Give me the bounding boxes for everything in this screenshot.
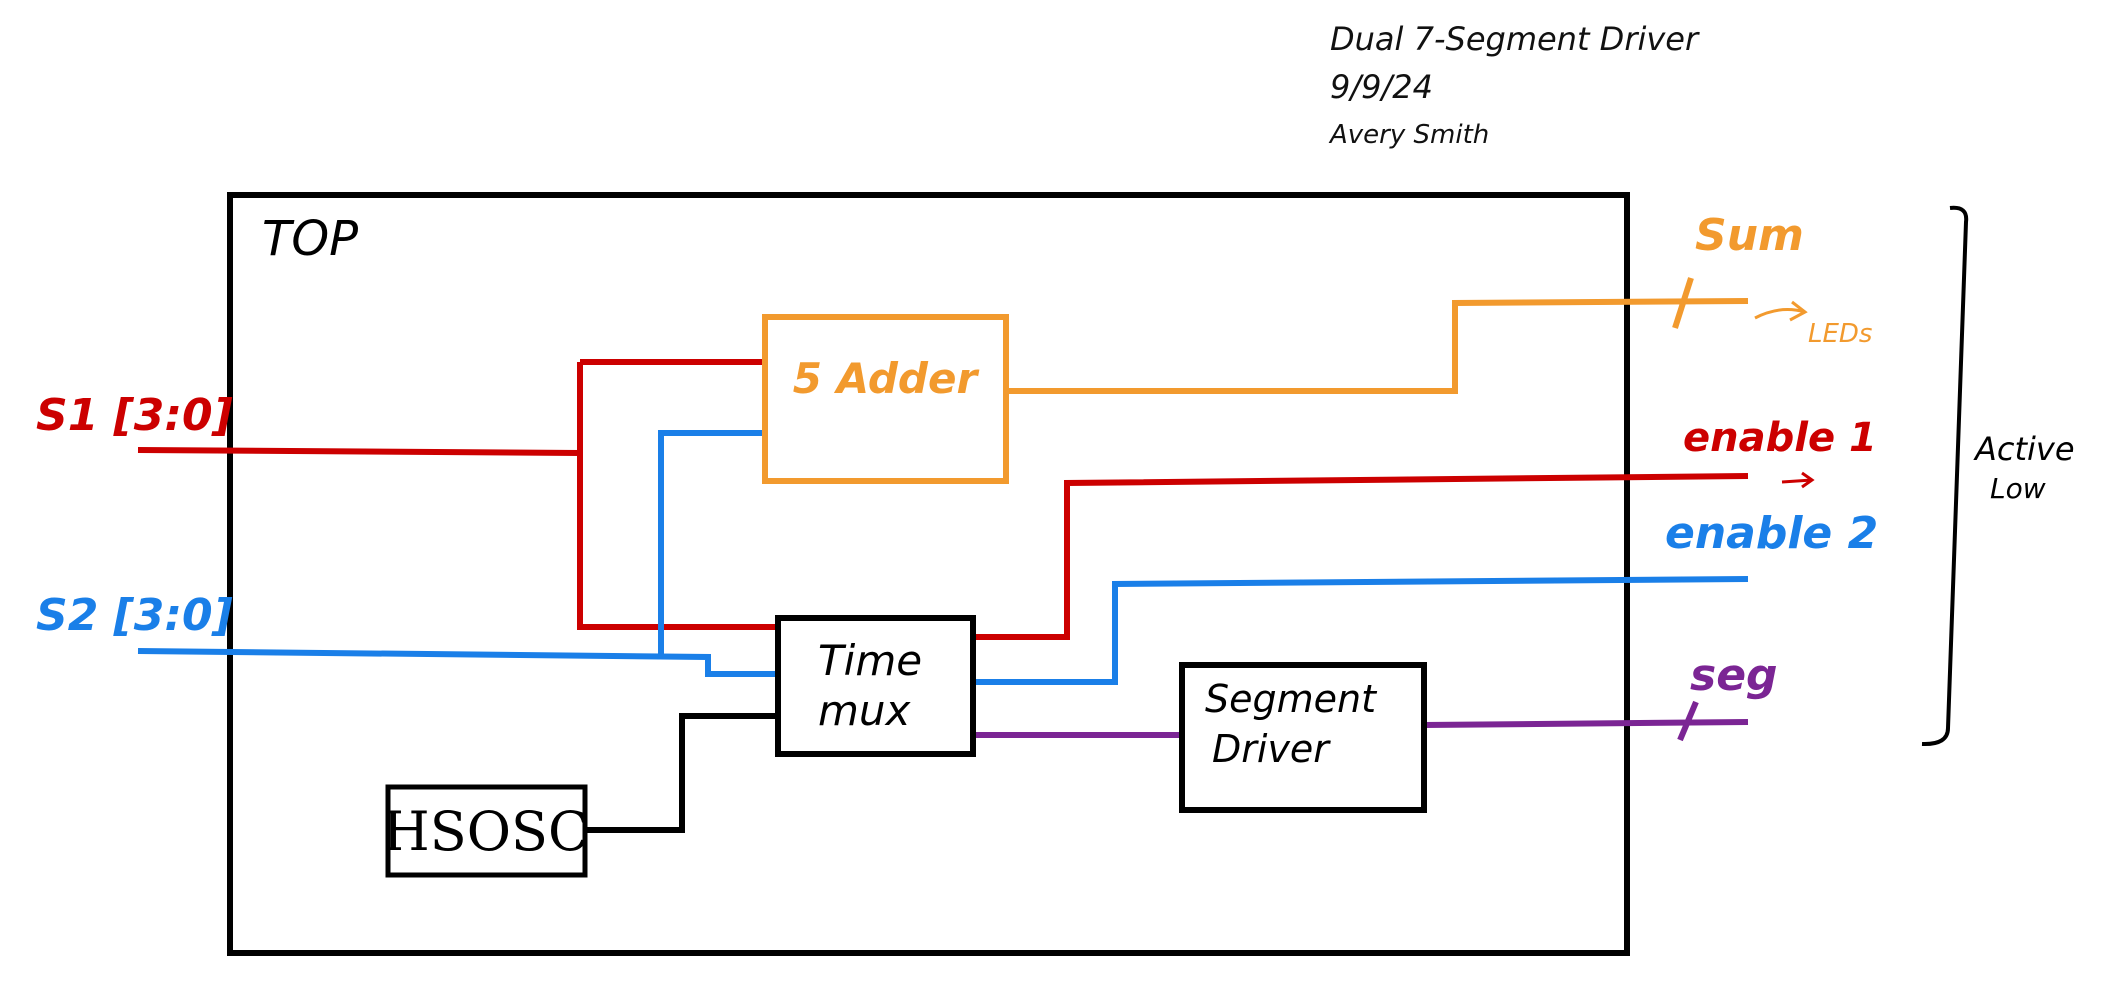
- seg-output-wire: [1423, 719, 1749, 728]
- segment-driver-block: [1179, 662, 1427, 813]
- top-module-label: TOP: [262, 211, 358, 267]
- enable1-arrow-icon: [1781, 471, 1815, 489]
- enable1-wire: [973, 473, 1749, 640]
- s1-input-wire: [137, 447, 581, 456]
- active-low-bracket: [1921, 205, 1969, 747]
- hsosc-label: HSOSC: [383, 800, 590, 863]
- s2-to-adder-wire: [658, 430, 765, 656]
- sum-wires: [1006, 277, 1749, 394]
- s2-wires: [137, 430, 1749, 685]
- s1-input-label: S1 [3:0]: [36, 390, 233, 441]
- adder-label: 5 Adder: [793, 354, 980, 403]
- diagram-title: Dual 7-Segment Driver: [1330, 20, 1700, 58]
- time-mux-label-line1: Time: [818, 636, 922, 685]
- time-mux-block: [775, 615, 976, 757]
- s2-input-label: S2 [3:0]: [36, 590, 233, 641]
- adder-block: [762, 314, 1009, 484]
- segment-driver-label-line1: Segment: [1205, 677, 1378, 721]
- s2-input-wire: [137, 648, 778, 677]
- enable2-output-label: enable 2: [1665, 508, 1878, 559]
- enable2-wire: [973, 576, 1749, 685]
- s1-wires: [137, 359, 1749, 640]
- leds-note: LEDs: [1808, 319, 1872, 349]
- active-low-label-line1: Active: [1973, 430, 2075, 468]
- top-module-box: [227, 192, 1630, 956]
- hsosc-block: [385, 784, 588, 878]
- seg-wires: [973, 700, 1749, 742]
- s1-trunk-wire: [577, 362, 778, 630]
- segment-driver-label-line2: Driver: [1212, 727, 1331, 771]
- time-mux-label-line2: mux: [818, 686, 912, 735]
- seg-bus-slash: [1677, 700, 1699, 742]
- sum-output-label: Sum: [1695, 210, 1804, 261]
- diagram-date: 9/9/24: [1330, 68, 1433, 106]
- seg-output-label: seg: [1690, 650, 1778, 701]
- clock-wire: [585, 713, 778, 833]
- enable1-output-label: enable 1: [1683, 415, 1877, 461]
- sum-output-wire: [1006, 298, 1749, 394]
- sum-bus-slash: [1672, 277, 1694, 329]
- diagram-author: Avery Smith: [1328, 120, 1489, 150]
- active-low-label-line2: Low: [1990, 472, 2046, 505]
- leds-arrow-icon: [1754, 300, 1808, 322]
- header: Dual 7-Segment Driver 9/9/24 Avery Smith: [1328, 20, 1700, 150]
